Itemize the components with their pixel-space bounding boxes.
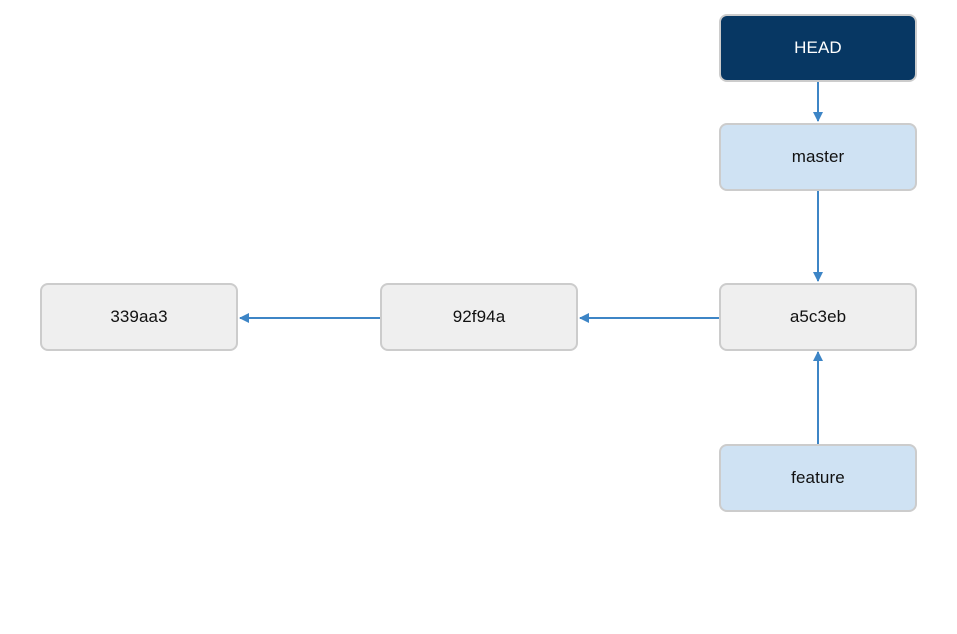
commit-hash-label: 339aa3 bbox=[110, 307, 168, 326]
head-ref-label: HEAD bbox=[794, 38, 842, 57]
feature-branch-node: feature bbox=[719, 444, 917, 512]
head-ref-node: HEAD bbox=[719, 14, 917, 82]
master-branch-node: master bbox=[719, 123, 917, 191]
commit-node-parent: 92f94a bbox=[380, 283, 578, 351]
master-branch-label: master bbox=[791, 147, 845, 166]
commit-hash-label: a5c3eb bbox=[789, 307, 847, 326]
commit-node-latest: a5c3eb bbox=[719, 283, 917, 351]
commit-node-root: 339aa3 bbox=[40, 283, 238, 351]
feature-branch-label: feature bbox=[791, 468, 845, 487]
commit-hash-label: 92f94a bbox=[452, 307, 506, 326]
